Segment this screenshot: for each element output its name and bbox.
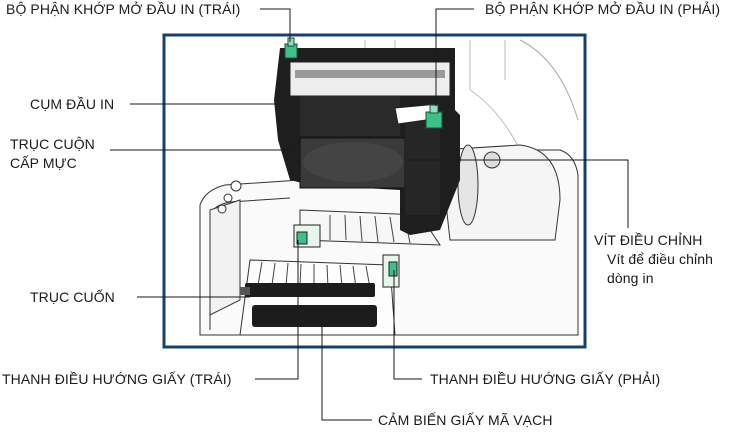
label-ribbon-supply-line1: TRỤC CUỘN bbox=[10, 136, 95, 152]
label-release-left: BỘ PHẬN KHỚP MỞ ĐẦU IN (TRÁI) bbox=[6, 1, 241, 17]
label-ribbon-supply-line2: CẤP MỰC bbox=[10, 155, 77, 171]
release-tab-right bbox=[425, 104, 443, 129]
label-adjust-desc-line1: Vít để điều chỉnh bbox=[607, 251, 713, 267]
callout-guide-left bbox=[255, 240, 299, 380]
right-mechanism bbox=[439, 144, 561, 241]
platen-roller bbox=[240, 283, 377, 327]
callout-gap-sensor bbox=[321, 308, 372, 421]
release-tab-left bbox=[284, 37, 298, 59]
print-head-assembly bbox=[274, 48, 460, 235]
label-gap-sensor: CẢM BIẾN GIẤY MÃ VẠCH bbox=[378, 412, 553, 428]
callout-lines bbox=[110, 8, 629, 421]
label-release-right: BỘ PHẬN KHỚP MỞ ĐẦU IN (PHẢI) bbox=[485, 1, 721, 17]
callout-release-right bbox=[435, 8, 474, 106]
label-print-head: CỤM ĐẦU IN bbox=[30, 96, 115, 112]
tray-ribs bbox=[257, 214, 411, 289]
callout-release-left bbox=[260, 8, 291, 42]
label-guide-right: THANH ĐIỀU HƯỚNG GIẤY (PHẢI) bbox=[430, 371, 661, 387]
paper-guide-left bbox=[293, 224, 321, 248]
label-platen-roller: TRỤC CUỐN bbox=[30, 289, 115, 305]
callout-adjust-screw bbox=[410, 159, 629, 228]
label-adjust-desc-line2: dòng in bbox=[607, 270, 654, 286]
label-guide-left: THANH ĐIỀU HƯỚNG GIẤY (TRÁI) bbox=[2, 371, 232, 387]
label-adjust-screw: VÍT ĐIỀU CHỈNH bbox=[594, 232, 703, 248]
side-panel bbox=[209, 180, 242, 316]
paper-guide-right bbox=[382, 254, 400, 288]
callout-guide-right bbox=[393, 270, 422, 380]
